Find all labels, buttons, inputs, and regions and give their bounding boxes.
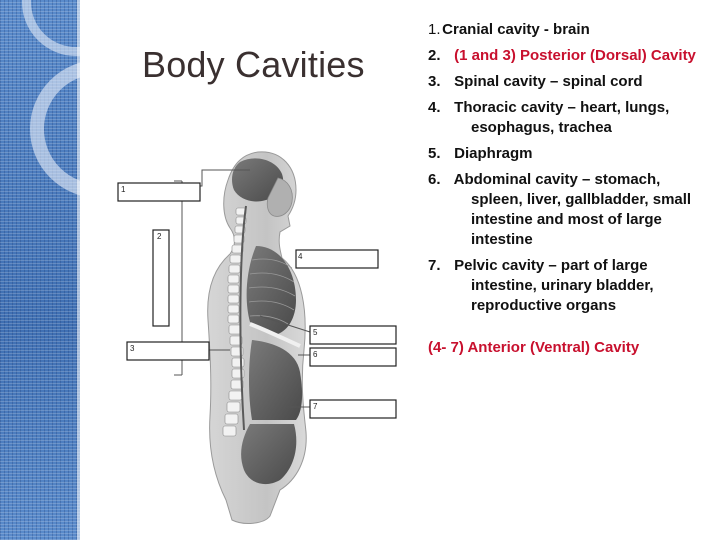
- item-text: Spinal cavity – spinal cord: [454, 73, 643, 90]
- label-number: 1: [121, 185, 126, 194]
- item-number: 7.: [428, 257, 441, 274]
- diagram-svg: 1 2 3 4 5 6 7: [117, 151, 397, 524]
- item-text: Thoracic cavity – heart, lungs, esophagu…: [454, 99, 670, 136]
- label-number: 6: [313, 350, 318, 359]
- item-number: 1.: [428, 21, 441, 38]
- skull-face: [266, 177, 293, 217]
- decorative-side-strip: [0, 0, 80, 540]
- decorative-ring: [22, 0, 80, 56]
- cranial-cavity: [232, 158, 284, 202]
- item-number: 2.: [428, 47, 441, 64]
- item-text: Diaphragm: [454, 145, 533, 162]
- body-cavity-diagram: 1 2 3 4 5 6 7: [110, 150, 410, 530]
- item-text: Abdominal cavity – stomach, spleen, live…: [453, 171, 692, 248]
- label-box-3: 3: [126, 341, 210, 361]
- label-number: 5: [313, 328, 318, 337]
- label-box-6: 6: [309, 347, 397, 367]
- label-box-7: 7: [309, 399, 397, 419]
- item-text: Cranial cavity - brain: [442, 21, 590, 38]
- label-box-5: 5: [309, 325, 397, 345]
- item-number: 6.: [428, 171, 441, 188]
- item-number: 4.: [428, 99, 441, 116]
- list-item: 5. Diaphragm: [428, 144, 708, 164]
- item-text: Pelvic cavity – part of large intestine,…: [454, 257, 654, 314]
- spine: [222, 207, 247, 437]
- label-number: 7: [313, 402, 318, 411]
- list-item: 1. Cranial cavity - brain: [428, 20, 708, 40]
- cavity-list: 1. Cranial cavity - brain 2. (1 and 3) P…: [428, 20, 708, 364]
- list-item: 3. Spinal cavity – spinal cord: [428, 72, 708, 92]
- list-item: 4. Thoracic cavity – heart, lungs, esoph…: [428, 98, 708, 138]
- diaphragm: [249, 322, 301, 348]
- label-box-2: 2: [152, 229, 170, 327]
- item-number: 3.: [428, 73, 441, 90]
- list-item: 6. Abdominal cavity – stomach, spleen, l…: [428, 170, 708, 250]
- list-item: 7. Pelvic cavity – part of large intesti…: [428, 256, 708, 316]
- label-number: 2: [157, 232, 162, 241]
- label-box-4: 4: [295, 249, 379, 269]
- label-number: 4: [298, 252, 303, 261]
- item-text: (1 and 3) Posterior (Dorsal) Cavity: [454, 47, 696, 64]
- pelvic-cavity: [241, 424, 297, 485]
- label-box-1: 1: [117, 182, 201, 202]
- item-number: 5.: [428, 145, 441, 162]
- list-item: 2. (1 and 3) Posterior (Dorsal) Cavity: [428, 46, 708, 66]
- abdominal-cavity: [249, 340, 303, 420]
- anterior-cavity-note: (4- 7) Anterior (Ventral) Cavity: [428, 339, 640, 356]
- thoracic-cavity: [246, 246, 296, 334]
- spinal-cavity: [239, 205, 247, 431]
- label-number: 3: [130, 344, 135, 353]
- decorative-ring: [30, 60, 80, 198]
- slide-title: Body Cavities: [142, 44, 365, 85]
- rib-lines: [248, 258, 296, 325]
- strip-edge: [77, 0, 80, 540]
